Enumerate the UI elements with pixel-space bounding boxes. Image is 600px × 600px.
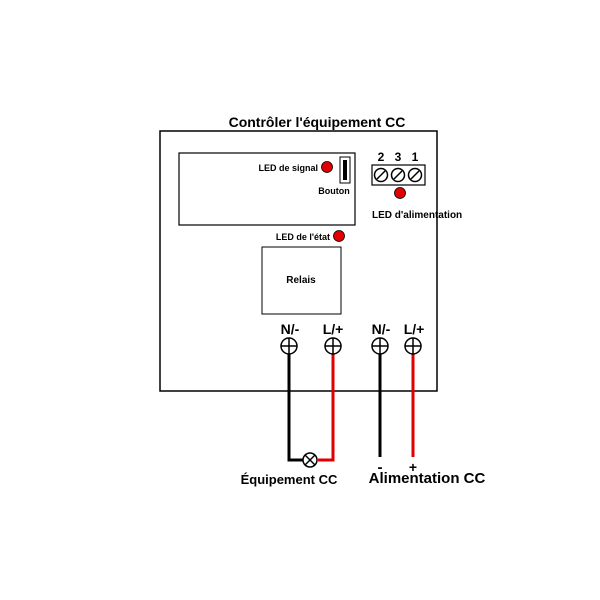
- screw-terminal-1: [407, 167, 423, 183]
- screw-terminal-2: [373, 167, 389, 183]
- relay-box: [261, 246, 342, 315]
- power-led-label: LED d'alimentation: [372, 210, 462, 221]
- status-led-label: LED de l'état: [276, 232, 330, 242]
- button-label: Bouton: [318, 186, 350, 196]
- signal-led: [321, 161, 333, 173]
- terminal-number-2: 2: [378, 150, 385, 164]
- terminal-label-supply-pos: L/+: [404, 321, 425, 337]
- screw-terminal-3: [390, 167, 406, 183]
- terminal-number-3: 3: [395, 150, 402, 164]
- terminal-label-load-neg: N/-: [281, 321, 300, 337]
- terminal-supply-neg: [371, 337, 389, 355]
- diagram-title: Contrôler l'équipement CC: [229, 114, 406, 130]
- terminal-load-pos: [324, 337, 342, 355]
- load-positive-wire: [318, 346, 335, 462]
- load-label: Équipement CC: [241, 472, 338, 487]
- supply-minus-sign: -: [378, 459, 383, 476]
- push-button: [343, 160, 347, 180]
- controller-enclosure: [159, 130, 438, 392]
- power-led: [394, 187, 406, 199]
- load-symbol-icon: [302, 452, 318, 468]
- supply-label: Alimentation CC: [369, 470, 486, 487]
- terminal-label-load-pos: L/+: [323, 321, 344, 337]
- supply-plus-sign: +: [409, 459, 417, 475]
- terminal-supply-pos: [404, 337, 422, 355]
- receiver-module: [178, 152, 356, 226]
- terminal-label-supply-neg: N/-: [372, 321, 391, 337]
- terminal-load-neg: [280, 337, 298, 355]
- signal-led-label: LED de signal: [258, 163, 318, 173]
- relay-label: Relais: [286, 275, 316, 286]
- load-negative-wire: [287, 346, 303, 462]
- terminal-number-1: 1: [412, 150, 419, 164]
- status-led: [333, 230, 345, 242]
